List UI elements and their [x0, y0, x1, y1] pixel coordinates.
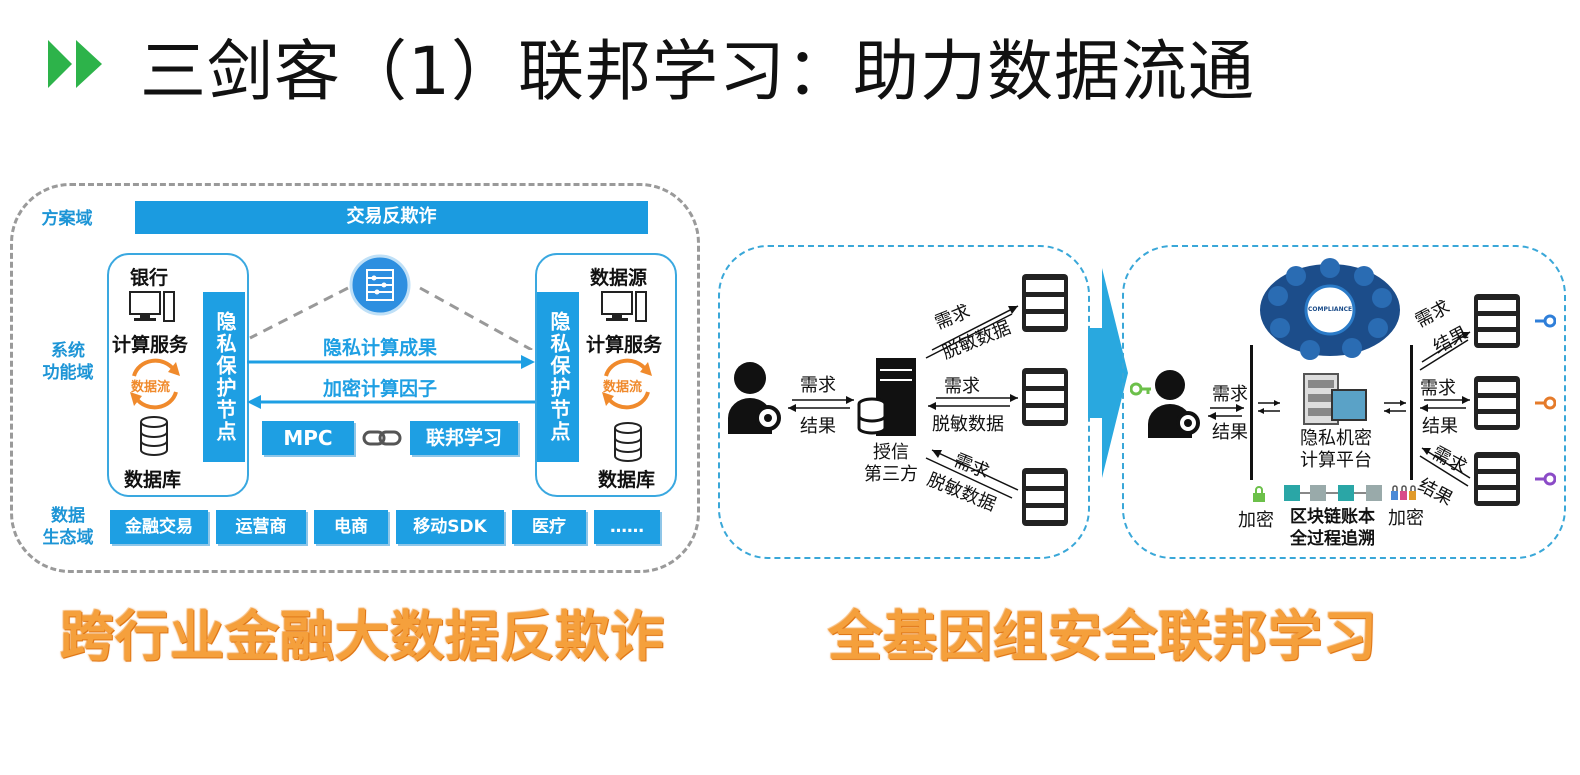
bidirectional-arrow: [1208, 404, 1244, 420]
mid-pair2-res: 脱敏数据: [932, 414, 1004, 435]
enc-left-label: 加密: [1238, 510, 1274, 531]
platform-server-icon: [1303, 373, 1367, 425]
right-req-label: 需求: [1212, 384, 1248, 405]
database-server-icon: [1022, 274, 1068, 332]
database-icon: [140, 416, 168, 456]
small-arrows-right: [1384, 400, 1406, 414]
compliance-label: COMPLIANCE: [1308, 306, 1353, 313]
fl-chip: 联邦学习: [410, 421, 518, 455]
database-server-icon: [1474, 294, 1520, 348]
mid-fan-arrows: [925, 305, 1019, 499]
right-res-label: 结果: [1212, 422, 1248, 443]
user-gear-icon: [1148, 370, 1200, 438]
right-pair2-req: 需求: [1420, 378, 1456, 399]
source-flow-label: 数据流: [603, 380, 643, 395]
left-caption: 跨行业金融大数据反欺诈: [60, 605, 665, 668]
eco-item-medical: 医疗: [512, 510, 586, 544]
right-fan-arrows: [1419, 331, 1471, 487]
right-vertical-line: [1410, 345, 1413, 480]
privacy-node-left: 隐私保护节点: [203, 292, 245, 462]
mpc-chip: MPC: [262, 421, 354, 455]
enc-right-label: 加密: [1388, 508, 1424, 529]
source-title: 数据源: [590, 267, 648, 289]
source-db-label: 数据库: [598, 469, 656, 491]
computer-icon: [129, 291, 175, 322]
hub-connections: [249, 286, 533, 350]
bidirectional-arrow: [788, 396, 854, 412]
big-right-arrow: [1088, 268, 1128, 478]
double-chevron-icon: [48, 40, 102, 88]
database-server-icon: [1474, 376, 1520, 430]
database-icon: [614, 422, 642, 462]
blockchain-icon: [1284, 485, 1382, 501]
mid-res-label: 结果: [800, 416, 836, 437]
eco-item-more: ……: [594, 510, 660, 544]
scheme-banner: 交易反欺诈: [135, 201, 648, 234]
eco-item-ecommerce: 电商: [314, 510, 388, 544]
key-icon: [1535, 472, 1556, 486]
eco-item-mobile-sdk: 移动SDK: [396, 510, 504, 544]
bank-compute-label: 计算服务: [112, 334, 189, 356]
mid-center-label: 授信第三方: [864, 442, 918, 485]
scheme-domain-label: 方案域: [41, 209, 93, 229]
privacy-node-right: 隐私保护节点: [537, 292, 579, 462]
mid-req-label: 需求: [800, 375, 836, 396]
bank-title: 银行: [130, 267, 169, 289]
abacus-icon: [349, 254, 411, 316]
multi-lock-icon: [1391, 485, 1416, 500]
computer-icon: [601, 291, 647, 322]
chain-label: 区块链账本全过程追溯: [1290, 507, 1375, 549]
key-icon: [1535, 314, 1556, 328]
server-tower-icon: [857, 358, 916, 436]
right-diagram-frame: [1122, 245, 1566, 559]
right-pair2-res: 结果: [1422, 416, 1458, 437]
eco-item-finance: 金融交易: [110, 510, 208, 544]
compliance-cloud-icon: [1260, 258, 1400, 360]
mid-pair2-req: 需求: [944, 376, 980, 397]
page-title: 三剑客（1）联邦学习：助力数据流通: [140, 33, 1255, 110]
platform-label: 隐私机密计算平台: [1300, 428, 1372, 471]
cycle-arrows-icon: [602, 358, 652, 410]
user-gear-icon: [728, 362, 781, 434]
arrow-label-result: 隐私计算成果: [323, 337, 438, 359]
eco-bar: 金融交易 运营商 电商 移动SDK 医疗 ……: [110, 510, 662, 546]
lock-icon: [1253, 486, 1265, 502]
left-vertical-line: [1250, 345, 1253, 480]
database-server-icon: [1022, 468, 1068, 526]
link-icon: [362, 430, 402, 446]
right-caption: 全基因组安全联邦学习: [828, 605, 1378, 668]
database-server-icon: [1474, 452, 1520, 506]
left-diagram-frame: [10, 183, 700, 573]
database-server-icon: [1022, 368, 1068, 426]
eco-item-carrier: 运营商: [216, 510, 306, 544]
eco-domain-label: 数据生态域: [42, 506, 94, 548]
key-icon: [1130, 382, 1151, 396]
small-arrows-left: [1258, 400, 1280, 414]
system-domain-label: 系统功能域: [42, 341, 94, 383]
cycle-arrows-icon: [130, 358, 180, 410]
source-compute-label: 计算服务: [586, 334, 663, 356]
bank-db-label: 数据库: [124, 469, 182, 491]
arrow-label-factor: 加密计算因子: [323, 378, 438, 400]
key-icon: [1535, 396, 1556, 410]
arrows-between-nodes: [247, 355, 535, 409]
bank-flow-label: 数据流: [131, 380, 171, 395]
